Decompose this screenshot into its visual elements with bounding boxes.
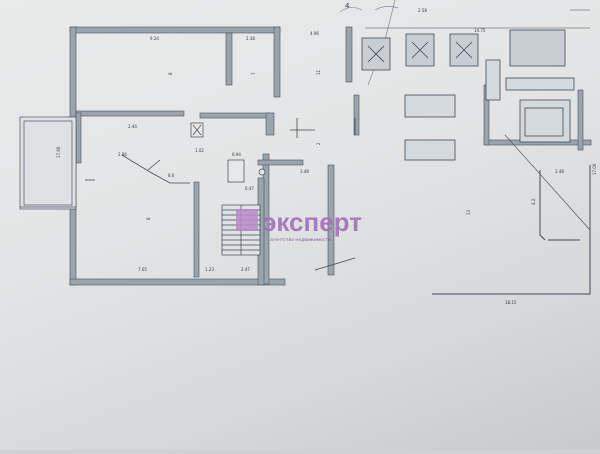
watermark-sub: агентство недвижимости <box>270 238 331 243</box>
dim-side-left: 17.60 <box>56 146 61 158</box>
dim-top-left: 9.24 <box>150 36 159 41</box>
center-lines <box>290 118 356 271</box>
dim-left-room: 2.44 <box>128 124 137 129</box>
corner-note: 4 <box>345 2 350 10</box>
watermark-brand: эксперт <box>262 207 362 237</box>
dim-door: 1.02 <box>195 148 204 153</box>
dim-right-mid2: 2.48 <box>555 169 564 174</box>
dim-top-right1: 4.96 <box>310 31 319 36</box>
dim-c1: 4.2 <box>531 198 536 205</box>
dim-top-mid: 2.38 <box>246 36 255 41</box>
dim-inner2: 6.47 <box>245 186 254 191</box>
dim-small: 6.94 <box>232 152 241 157</box>
room-label-5: 13 <box>466 209 471 215</box>
dim-bottom-r: 2.47 <box>241 267 250 272</box>
dim-inner: 8.6 <box>168 173 175 178</box>
dim-side-right: 17.00 <box>592 163 597 175</box>
dim-bottom-left: 7.65 <box>138 267 147 272</box>
right-building-outline <box>432 165 591 295</box>
dim-right-mid: 3.48 <box>300 169 309 174</box>
dim-bottom-right: 18.15 <box>505 300 517 305</box>
bay-window <box>19 116 77 210</box>
garage-fixtures <box>404 59 575 161</box>
dim-top-right3: 2.58 <box>418 8 427 13</box>
watermark-logo: эксперт агентство недвижимости <box>236 207 362 243</box>
bathroom-fixtures <box>190 122 266 183</box>
dim-top-right2: 14.75 <box>474 28 486 33</box>
room-label-1: 8 <box>168 72 173 75</box>
walls-center <box>257 26 360 286</box>
dim-lines-right <box>365 9 591 231</box>
dim-small-a: 2.86 <box>118 152 127 157</box>
room-label-4: 11 <box>316 69 321 75</box>
walls-left-building <box>69 26 304 286</box>
dim-bottom-mid: 1.23 <box>205 267 214 272</box>
room-label-3: 8 <box>146 217 151 220</box>
room-label-2: 7 <box>251 72 256 75</box>
boxes-top <box>361 29 566 71</box>
interior-lines <box>85 154 190 184</box>
box-marks <box>367 41 473 63</box>
room-label-6: 2 <box>316 142 321 145</box>
